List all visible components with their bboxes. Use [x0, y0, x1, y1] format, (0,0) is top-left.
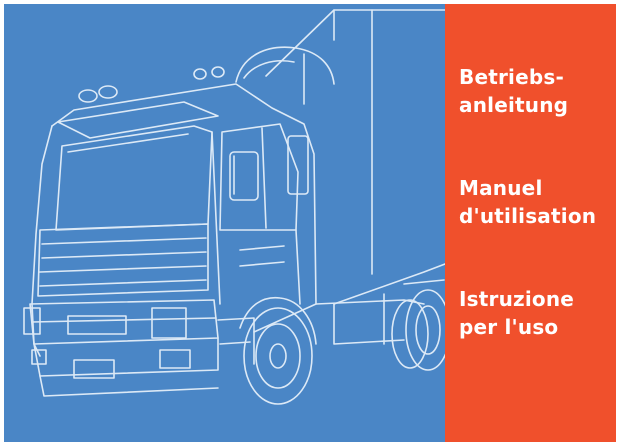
title-italian-line2: per l'uso: [459, 315, 559, 339]
truck-illustration-panel: [4, 4, 445, 442]
title-italian: Istruzione per l'uso: [459, 285, 574, 341]
title-german-line1: Betriebs-: [459, 65, 564, 89]
title-french-line2: d'utilisation: [459, 204, 597, 228]
title-italian-line1: Istruzione: [459, 287, 575, 311]
title-french: Manuel d'utilisation: [459, 174, 596, 230]
title-french-line1: Manuel: [459, 176, 543, 200]
truck-outline-illustration: [23, 9, 445, 405]
title-band: Betriebs- anleitung Manuel d'utilisation…: [445, 4, 616, 442]
title-german-line2: anleitung: [459, 93, 569, 117]
title-german: Betriebs- anleitung: [459, 63, 568, 119]
manual-cover: Betriebs- anleitung Manuel d'utilisation…: [4, 4, 616, 442]
